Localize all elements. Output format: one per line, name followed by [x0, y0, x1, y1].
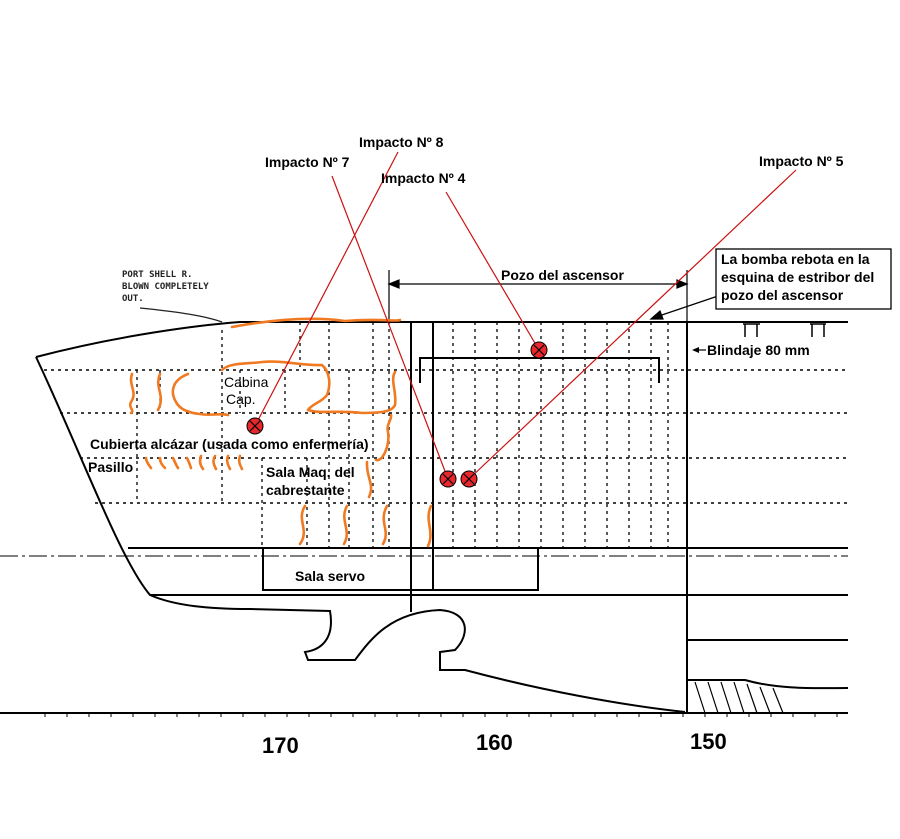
impact-marker-7: [439, 470, 457, 488]
elevator-well-dimension: [387, 270, 689, 322]
bounce-note-line-3: pozo del ascensor: [721, 287, 844, 303]
captain-cabin-label-1: Cabina: [224, 374, 269, 390]
windlass-room-label-1: Sala Maq. del: [266, 464, 355, 480]
impact-4-label: Impacto Nº 4: [381, 170, 466, 186]
damage-scribbles: [128, 317, 433, 548]
aft-hatching: [694, 681, 784, 714]
impact-marker-5: [460, 470, 478, 488]
servo-room-label: Sala servo: [295, 568, 365, 584]
frame-lines: [136, 322, 669, 548]
impact-8-label: Impacto Nº 8: [359, 134, 444, 150]
frame-number-150: 150: [690, 729, 727, 754]
bounce-pointer: [649, 295, 719, 320]
corridor-label: Pasillo: [88, 459, 133, 475]
baseline-ticks: [44, 713, 838, 717]
impact-marker-8: [246, 417, 264, 435]
frame-number-160: 160: [476, 730, 513, 755]
impact-5-label: Impacto Nº 5: [759, 153, 844, 169]
windlass-room-label-2: cabrestante: [266, 482, 345, 498]
elevator-well-label: Pozo del ascensor: [501, 267, 624, 283]
handwritten-note: PORT SHELL R. BLOWN COMPLETELY OUT.: [122, 270, 223, 323]
bounce-note-line-2: esquina de estribor del: [721, 269, 874, 285]
handwritten-line-2: BLOWN COMPLETELY: [122, 282, 209, 292]
armor-label: Blindaje 80 mm: [707, 342, 810, 358]
handwritten-line-1: PORT SHELL R.: [122, 270, 192, 280]
impact-7-label: Impacto Nº 7: [265, 154, 350, 170]
armor-markers: [743, 323, 826, 337]
quarterdeck-label: Cubierta alcázar (usada como enfermería): [90, 436, 369, 452]
bounce-note-line-1: La bomba rebota en la: [721, 251, 870, 267]
handwritten-line-3: OUT.: [122, 294, 144, 304]
frame-number-170: 170: [262, 733, 299, 758]
hull-outline: [0, 321, 849, 714]
armor-label-group: Blindaje 80 mm: [692, 342, 810, 358]
impact-trajectories: [254, 151, 797, 480]
captain-cabin-label-2: Cap.: [226, 391, 256, 407]
impact-marker-4: [530, 341, 548, 359]
elevator-platform: [419, 357, 660, 383]
bounce-note-box: [715, 248, 892, 310]
